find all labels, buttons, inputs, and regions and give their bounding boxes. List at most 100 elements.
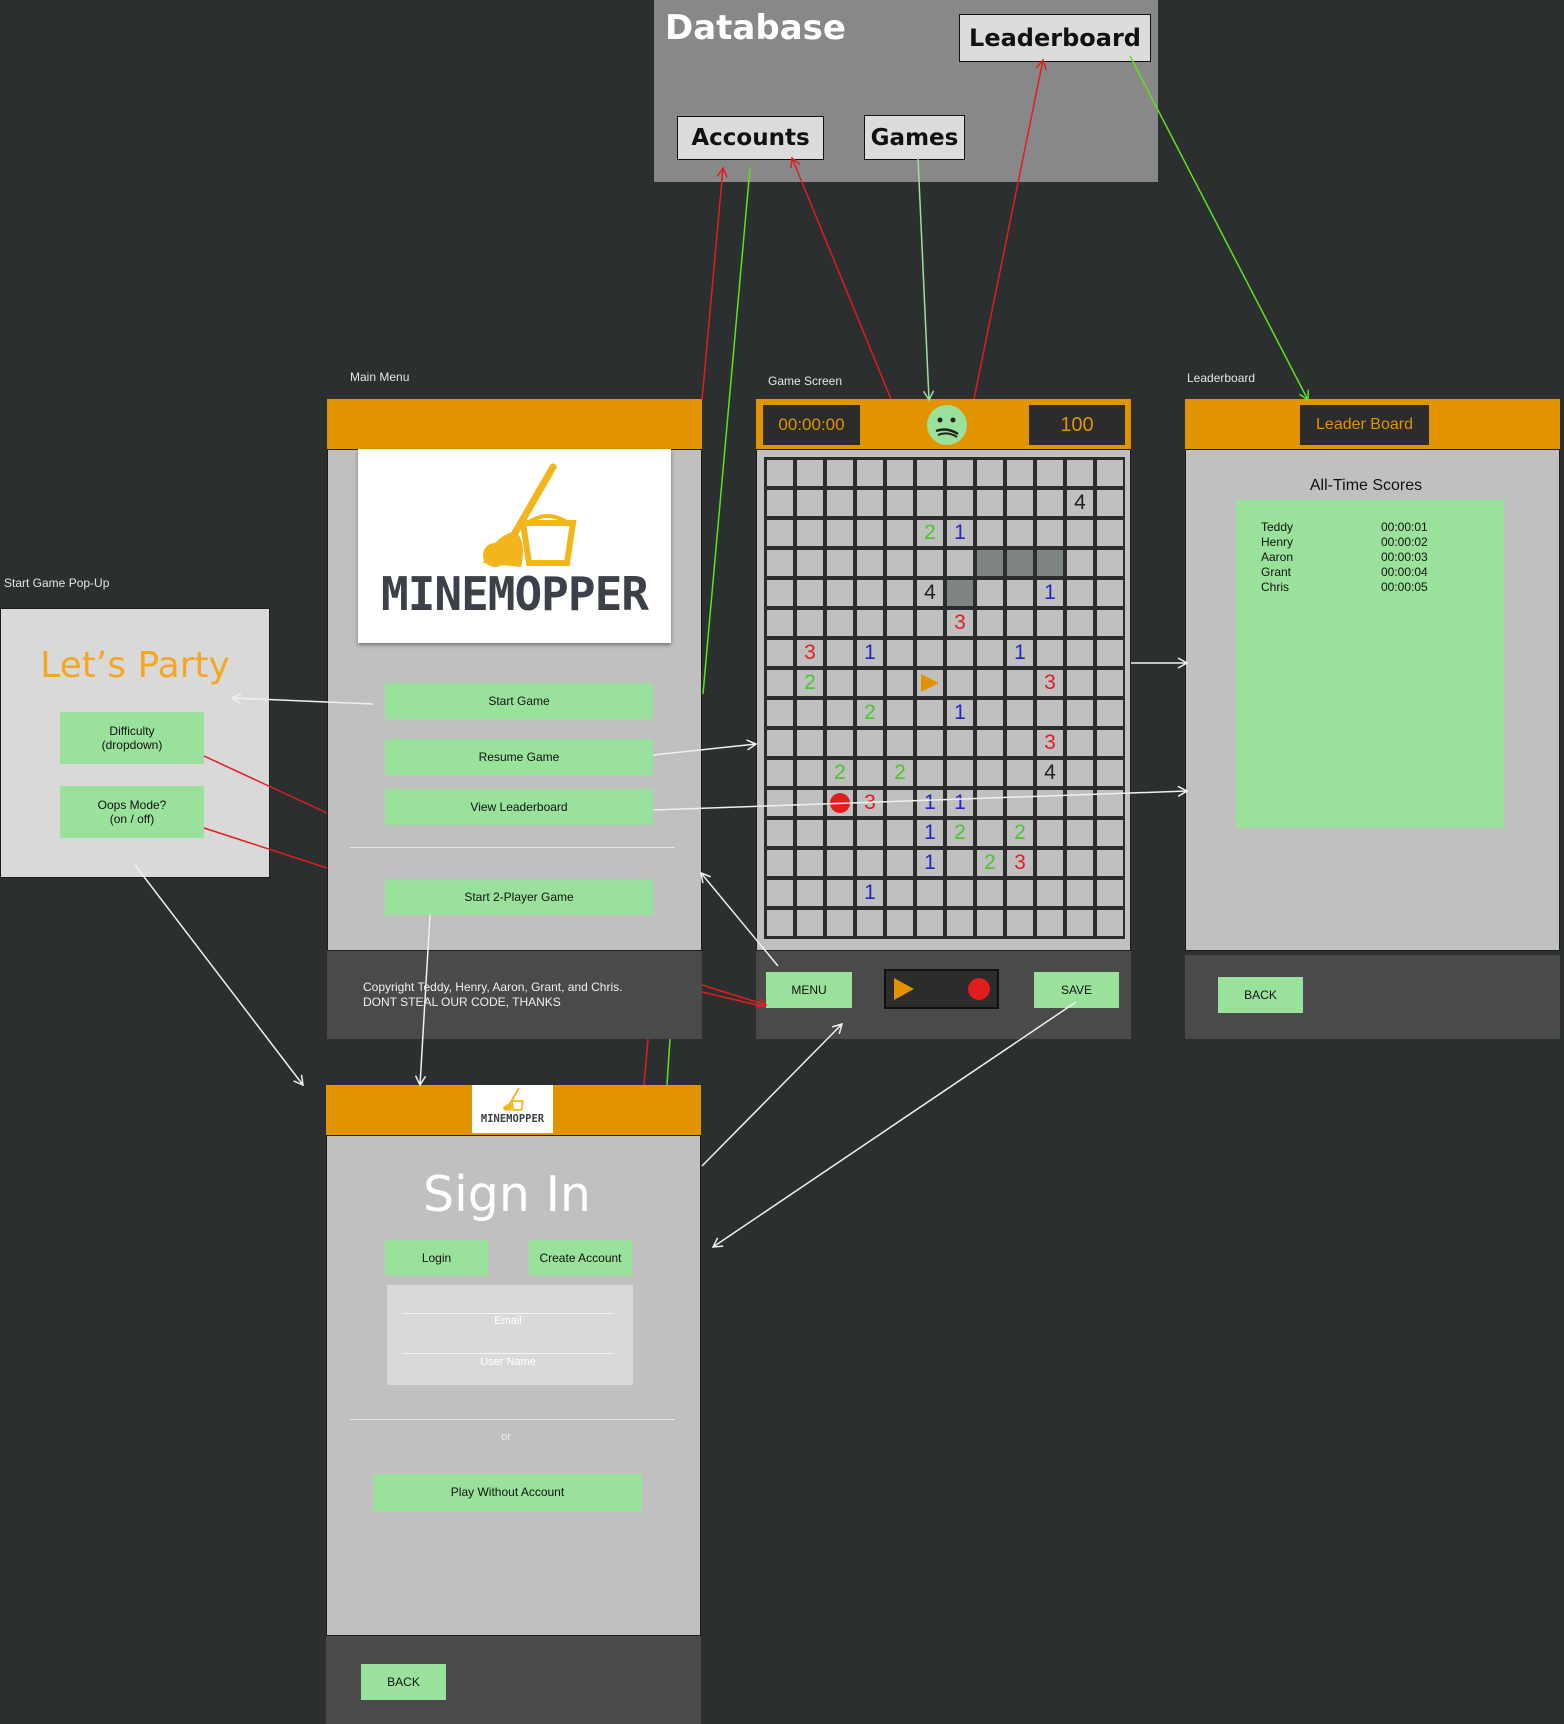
grid-cell[interactable] [887, 460, 913, 486]
grid-cell[interactable] [1037, 910, 1063, 936]
grid-cell[interactable]: 1 [947, 520, 973, 546]
play-icon[interactable] [894, 978, 914, 1000]
grid-cell[interactable] [1037, 850, 1063, 876]
grid-cell[interactable] [977, 550, 1003, 576]
grid-cell[interactable] [827, 910, 853, 936]
grid-cell[interactable]: 4 [917, 580, 943, 606]
grid-cell[interactable] [1097, 490, 1123, 516]
menu-button[interactable]: MENU [766, 972, 852, 1008]
grid-cell[interactable] [827, 610, 853, 636]
grid-cell[interactable] [947, 580, 973, 606]
grid-cell[interactable] [887, 910, 913, 936]
grid-cell[interactable] [977, 880, 1003, 906]
grid-cell[interactable] [827, 490, 853, 516]
grid-cell[interactable] [1037, 460, 1063, 486]
grid-cell[interactable] [767, 820, 793, 846]
grid-cell[interactable] [797, 520, 823, 546]
grid-cell[interactable] [1097, 880, 1123, 906]
grid-cell[interactable] [887, 730, 913, 756]
grid-cell[interactable]: 2 [827, 760, 853, 786]
grid-cell[interactable] [947, 640, 973, 666]
grid-cell[interactable] [977, 910, 1003, 936]
grid-cell[interactable]: 1 [1037, 580, 1063, 606]
grid-cell[interactable] [887, 580, 913, 606]
grid-cell[interactable] [887, 520, 913, 546]
grid-cell[interactable] [1097, 760, 1123, 786]
grid-cell[interactable] [767, 880, 793, 906]
grid-cell[interactable] [797, 910, 823, 936]
grid-cell[interactable] [977, 640, 1003, 666]
grid-cell[interactable] [947, 460, 973, 486]
grid-cell[interactable] [767, 730, 793, 756]
grid-cell[interactable] [977, 700, 1003, 726]
grid-cell[interactable] [947, 760, 973, 786]
grid-cell[interactable] [917, 670, 943, 696]
email-field[interactable]: Email [494, 1315, 522, 1327]
grid-cell[interactable]: 1 [947, 700, 973, 726]
grid-cell[interactable] [767, 580, 793, 606]
grid-cell[interactable] [1007, 700, 1033, 726]
grid-cell[interactable] [797, 730, 823, 756]
grid-cell[interactable]: 1 [1007, 640, 1033, 666]
grid-cell[interactable]: 3 [1037, 730, 1063, 756]
grid-cell[interactable] [857, 520, 883, 546]
grid-cell[interactable] [857, 550, 883, 576]
grid-cell[interactable] [797, 880, 823, 906]
grid-cell[interactable] [947, 880, 973, 906]
grid-cell[interactable] [1007, 670, 1033, 696]
grid-cell[interactable] [1097, 670, 1123, 696]
grid-cell[interactable] [857, 760, 883, 786]
view-leaderboard-button[interactable]: View Leaderboard [385, 789, 653, 825]
face-icon[interactable] [926, 404, 968, 446]
grid-cell[interactable] [977, 670, 1003, 696]
grid-cell[interactable] [887, 610, 913, 636]
grid-cell[interactable] [1067, 550, 1093, 576]
grid-cell[interactable]: 1 [947, 790, 973, 816]
grid-cell[interactable] [977, 820, 1003, 846]
grid-cell[interactable] [977, 760, 1003, 786]
grid-cell[interactable] [917, 490, 943, 516]
grid-cell[interactable] [887, 490, 913, 516]
grid-cell[interactable] [917, 760, 943, 786]
grid-cell[interactable] [857, 490, 883, 516]
grid-cell[interactable] [887, 640, 913, 666]
grid-cell[interactable] [1007, 790, 1033, 816]
start-2player-button[interactable]: Start 2-Player Game [385, 879, 653, 915]
grid-cell[interactable] [797, 700, 823, 726]
username-field[interactable]: User Name [480, 1356, 536, 1368]
grid-cell[interactable]: 4 [1037, 760, 1063, 786]
grid-cell[interactable] [857, 580, 883, 606]
grid-cell[interactable] [1067, 520, 1093, 546]
grid-cell[interactable] [767, 670, 793, 696]
resume-game-button[interactable]: Resume Game [385, 739, 653, 775]
grid-cell[interactable] [1067, 730, 1093, 756]
grid-cell[interactable] [1037, 790, 1063, 816]
grid-cell[interactable] [977, 730, 1003, 756]
grid-cell[interactable] [1007, 610, 1033, 636]
grid-cell[interactable] [797, 760, 823, 786]
grid-cell[interactable] [887, 790, 913, 816]
grid-cell[interactable] [857, 610, 883, 636]
grid-cell[interactable] [1037, 550, 1063, 576]
grid-cell[interactable] [1007, 490, 1033, 516]
grid-cell[interactable] [1067, 910, 1093, 936]
grid-cell[interactable] [1067, 460, 1093, 486]
grid-cell[interactable]: 2 [947, 820, 973, 846]
grid-cell[interactable] [797, 580, 823, 606]
grid-cell[interactable] [857, 850, 883, 876]
grid-cell[interactable] [1097, 790, 1123, 816]
grid-cell[interactable] [947, 850, 973, 876]
grid-cell[interactable] [1067, 880, 1093, 906]
grid-cell[interactable] [1097, 910, 1123, 936]
grid-cell[interactable] [1067, 790, 1093, 816]
grid-cell[interactable] [797, 820, 823, 846]
grid-cell[interactable] [947, 730, 973, 756]
grid-cell[interactable] [827, 730, 853, 756]
grid-cell[interactable] [1007, 520, 1033, 546]
grid-cell[interactable]: 1 [917, 850, 943, 876]
grid-cell[interactable] [1097, 520, 1123, 546]
grid-cell[interactable] [1067, 820, 1093, 846]
grid-cell[interactable] [887, 700, 913, 726]
grid-cell[interactable] [917, 640, 943, 666]
grid-cell[interactable]: 2 [917, 520, 943, 546]
